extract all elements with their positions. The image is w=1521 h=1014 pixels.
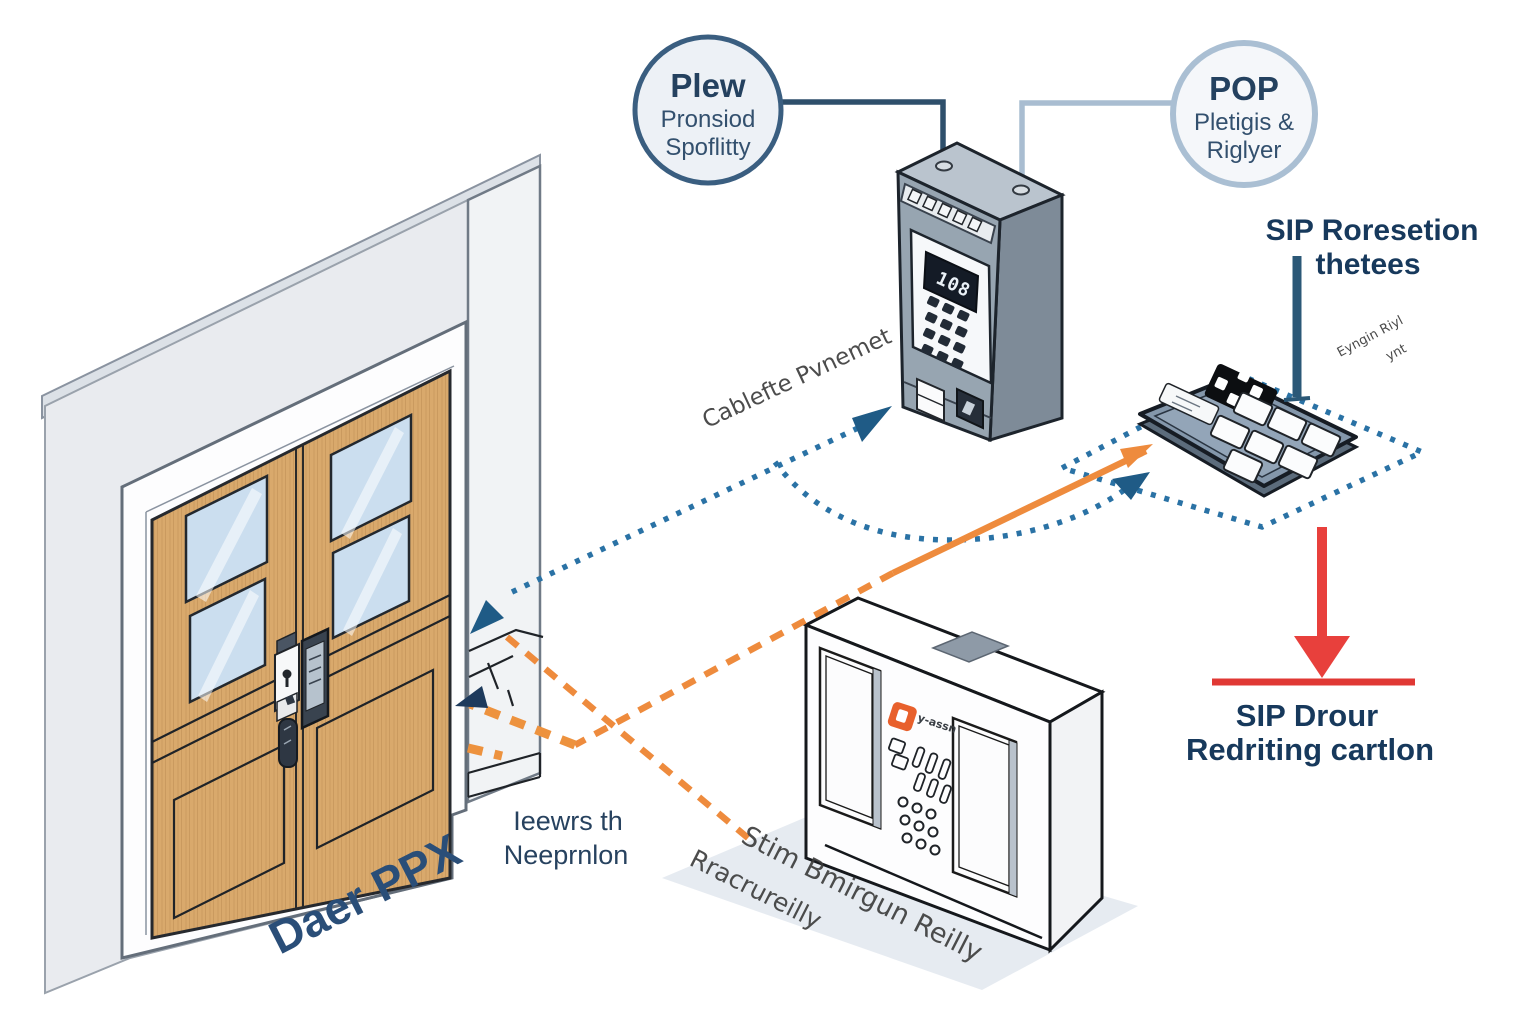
orange-dashed-segment [573, 570, 895, 748]
relay-box-shadow [662, 812, 1138, 990]
keypad-label-plate [1158, 382, 1220, 426]
reader-note-line2: Neeprnlon [504, 840, 629, 870]
sip-door-line2: Redriting cartlon [1186, 732, 1434, 767]
orange-arrowhead-icon [1120, 444, 1153, 468]
sip-registration-label: SIP Roresetion thetees [1266, 214, 1479, 402]
door-handle [278, 718, 298, 768]
pop-line2: Riglyer [1207, 137, 1282, 164]
plew-line2: Spoflitty [665, 134, 750, 161]
sip-registration-line2: thetees [1315, 248, 1420, 281]
intercom-device: 108 [894, 141, 1066, 443]
svg-text:ynt: ynt [1384, 341, 1410, 364]
plew-bubble: Plew Pronsiod Spoflitty [632, 34, 784, 186]
intercom-display [922, 250, 980, 314]
relay-brand-logo-icon: y-assn [887, 702, 958, 736]
keypad-network-zone [1054, 371, 1429, 530]
relay-speaker-holes [897, 796, 941, 856]
red-arrowhead-icon [1294, 636, 1350, 678]
pop-line1: Pletigis & [1194, 109, 1294, 136]
network-routes [470, 371, 1429, 634]
lock-arrowhead-icon [455, 686, 488, 708]
keyhole-icon [282, 669, 292, 679]
keypad-device [1136, 364, 1360, 498]
arrowhead-to-door-icon [470, 600, 504, 634]
relay-switches [888, 737, 952, 804]
orange-stub-segment [466, 743, 504, 761]
intercom-port-right [1012, 184, 1030, 196]
pop-bubble: POP Pletigis & Riglyer [1170, 40, 1318, 188]
door-frame-inner-line [145, 365, 455, 935]
sip-door-line1: SIP Drour [1236, 698, 1378, 733]
relay-box-vent [930, 631, 1011, 663]
arrowhead-to-intercom-icon [852, 406, 892, 442]
intercom-band-glyphs [906, 188, 983, 233]
reader-note: Ieewrs th Neeprnlon [504, 806, 629, 870]
keypad-keys [1209, 391, 1342, 484]
sip-door-action: SIP Drour Redriting cartlon [1186, 527, 1434, 767]
orange-door-to-relay-segment [504, 634, 751, 841]
door-assembly [120, 319, 468, 960]
door-glass-panes [184, 412, 413, 705]
keypad-scribble-note2: ynt [1384, 341, 1410, 364]
door-lock-hardware [274, 627, 330, 768]
pop-title: POP [1209, 70, 1279, 107]
door-rails [151, 594, 451, 920]
plew-line1: Pronsiod [661, 106, 756, 133]
door-to-intercom-link [510, 425, 860, 595]
orange-elbow-segment [468, 699, 577, 750]
intercom-keypad-keys [921, 295, 970, 370]
intercom-to-keypad-arc [772, 460, 1129, 543]
intercom-port-left [935, 160, 953, 172]
orange-solid-segment [891, 448, 1148, 576]
relay-box: y-assn [802, 596, 1106, 954]
arrowhead-to-keypad-icon [1112, 472, 1150, 500]
pop-connector-line [1019, 100, 1172, 188]
plew-title: Plew [670, 67, 746, 104]
reader-note-line1: Ieewrs th [513, 806, 623, 836]
power-route [455, 444, 1153, 841]
sip-registration-line1: SIP Roresetion [1266, 214, 1479, 247]
plew-connector-line [782, 99, 946, 168]
wall-sill-sketch [466, 628, 544, 799]
